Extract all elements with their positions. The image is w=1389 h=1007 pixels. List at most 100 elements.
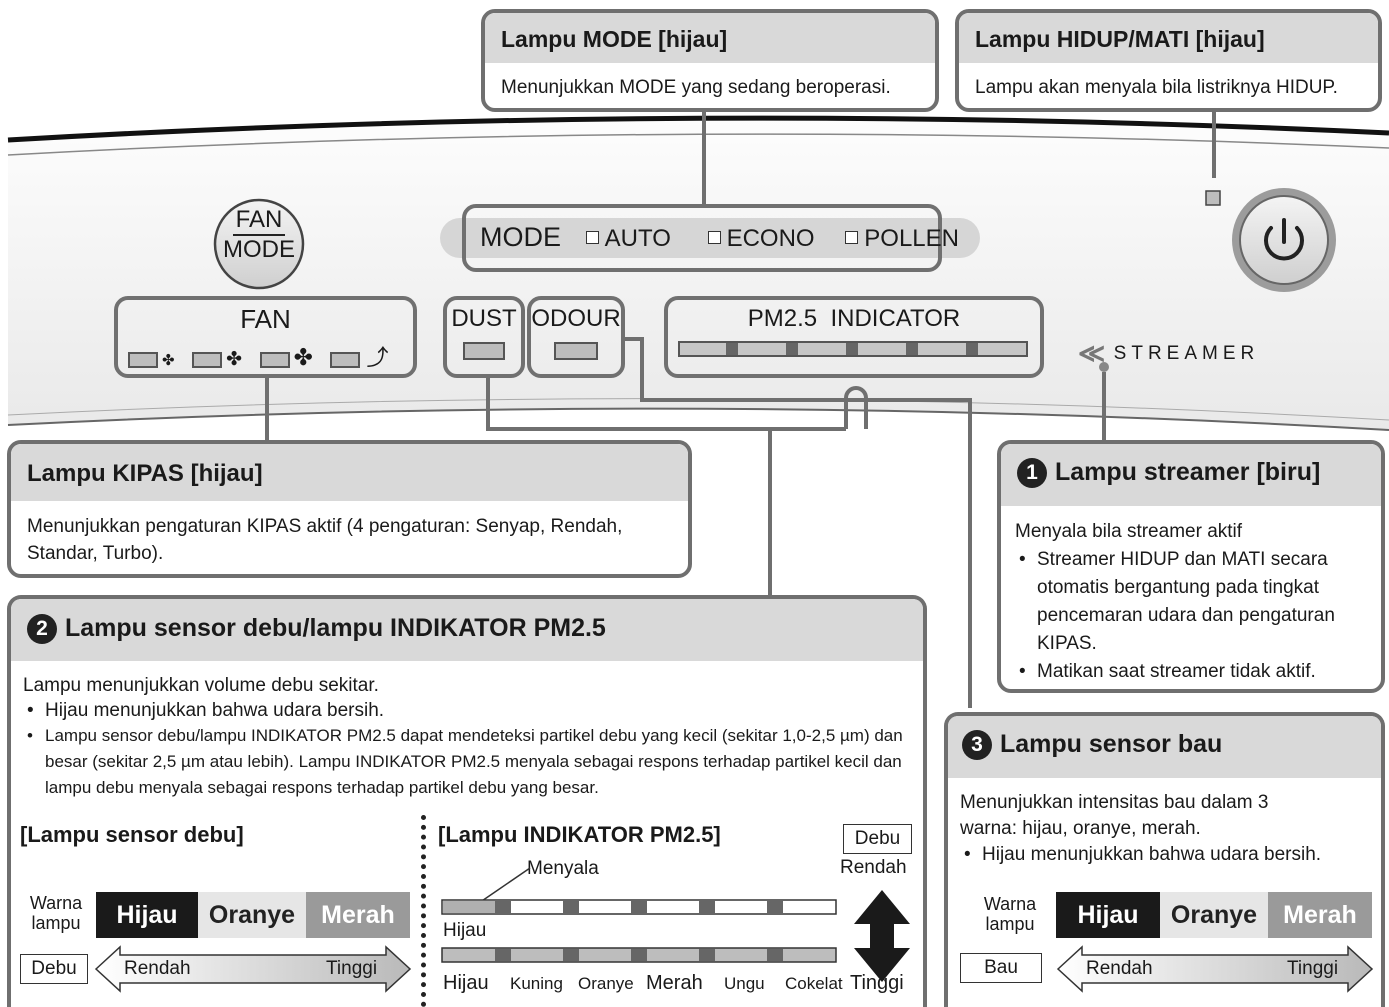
odour-bullet-1: Hijau menunjukkan bahwa udara bersih. bbox=[960, 842, 1369, 868]
mode-auto-lamp bbox=[585, 231, 599, 244]
pm25-label: PM2.5 INDICATOR bbox=[747, 305, 961, 332]
mode-callout-title: Lampu MODE [hijau] bbox=[485, 13, 935, 63]
fan-callout-body: Menunjukkan pengaturan KIPAS aktif (4 pe… bbox=[27, 516, 623, 564]
fan-small-icon: ✤ bbox=[162, 352, 175, 369]
callout-number-1: 1 bbox=[1017, 458, 1047, 488]
streamer-logo: ≪ STREAMER bbox=[1078, 338, 1259, 369]
odour-axis-label: Bau bbox=[960, 953, 1042, 983]
mode-econo-label: ECONO bbox=[726, 225, 815, 252]
dust-scale-low: Rendah bbox=[124, 958, 191, 979]
callout-number-2: 2 bbox=[27, 614, 57, 644]
fan-mode-top-label: FAN bbox=[235, 206, 283, 233]
fan-callout-title: Lampu KIPAS [hijau] bbox=[11, 444, 688, 501]
streamer-bullet-2: Matikan saat streamer tidak aktif. bbox=[1015, 658, 1367, 686]
pm25-scale-graphic bbox=[441, 867, 910, 982]
dust-axis-label: Debu bbox=[20, 954, 88, 984]
mode-row: MODE AUTO ECONO POLLEN bbox=[480, 222, 959, 253]
streamer-bullet-1: Streamer HIDUP dan MATI secara otomatis … bbox=[1015, 546, 1367, 658]
diagram-separator bbox=[421, 815, 426, 1007]
mode-pollen-lamp bbox=[845, 231, 859, 244]
streamer-callout-head: 1 Lampu streamer [biru] bbox=[1001, 444, 1381, 506]
dust-lamp bbox=[463, 342, 505, 360]
streamer-label: STREAMER bbox=[1113, 343, 1260, 364]
dust-bullet-1: Hijau menunjukkan bahwa udara bersih. bbox=[23, 698, 911, 723]
fan-mode-divider bbox=[233, 234, 285, 236]
mode-lamp-callout: Lampu MODE [hijau] Menunjukkan MODE yang… bbox=[481, 9, 939, 112]
turbo-arrow-icon: ⤴ bbox=[366, 345, 389, 370]
mode-pollen-label: POLLEN bbox=[864, 225, 959, 252]
mode-callout-body: Menunjukkan MODE yang sedang beroperasi. bbox=[501, 77, 891, 98]
pm25-scale-labels: Hijau Kuning Oranye Merah Ungu Cokelat bbox=[440, 972, 844, 998]
fan-lamp-quiet bbox=[128, 351, 158, 368]
pm25-lit-label: Menyala bbox=[527, 858, 599, 879]
streamer-lamp-callout: 1 Lampu streamer [biru] Menyala bila stre… bbox=[997, 440, 1385, 693]
streamer-icon: ≪ bbox=[1078, 338, 1106, 368]
pm25-scale-green: Hijau bbox=[443, 972, 489, 994]
dust-lamp-group bbox=[443, 296, 525, 378]
odour-scale-low: Rendah bbox=[1086, 958, 1153, 979]
dust-color-red: Merah bbox=[306, 892, 410, 938]
odour-callout-intro: Menunjukkan intensitas bau dalam 3 warna… bbox=[960, 792, 1269, 839]
pm25-scale-orange: Oranye bbox=[578, 974, 634, 993]
power-button[interactable] bbox=[1244, 200, 1324, 280]
fan-lamp-standard bbox=[259, 351, 290, 368]
dust-callout-intro: Lampu menunjukkan volume debu sekitar. bbox=[23, 675, 379, 696]
pm25-axis-label: Debu bbox=[843, 824, 912, 854]
power-lamp-callout: Lampu HIDUP/MATI [hijau] Lampu akan meny… bbox=[955, 9, 1382, 112]
pm25-scale-purple: Ungu bbox=[724, 974, 765, 993]
pm25-lamp-bar bbox=[678, 341, 1028, 357]
fan-label: FAN bbox=[240, 304, 291, 334]
odour-callout-head: 3 Lampu sensor bau bbox=[948, 716, 1381, 778]
dust-scale-arrow bbox=[94, 945, 412, 993]
dust-label: DUST bbox=[451, 305, 517, 332]
mode-label: MODE bbox=[480, 222, 561, 252]
dust-callout-body: Lampu menunjukkan volume debu sekitar. H… bbox=[11, 661, 923, 801]
pm25-lamp-group bbox=[664, 296, 1044, 378]
mode-econo-lamp bbox=[707, 231, 721, 244]
pm25-scale-red: Merah bbox=[646, 972, 703, 994]
pm25-axis-high: Tinggi bbox=[850, 972, 904, 994]
power-icon bbox=[1264, 218, 1304, 261]
streamer-callout-body: Menyala bila streamer aktif Streamer HID… bbox=[1001, 506, 1381, 689]
pm25-scale-brown: Cokelat bbox=[785, 974, 843, 993]
dust-sensor-title: [Lampu sensor debu] bbox=[20, 822, 244, 847]
odour-callout-body: Menunjukkan intensitas bau dalam 3 warna… bbox=[948, 778, 1381, 880]
odour-scale-arrow bbox=[1056, 945, 1374, 993]
odour-callout-title: Lampu sensor bau bbox=[1000, 730, 1223, 758]
power-callout-title: Lampu HIDUP/MATI [hijau] bbox=[959, 13, 1378, 63]
dust-callout-title: Lampu sensor debu/lampu INDIKATOR PM2.5 bbox=[65, 614, 606, 642]
fan-lamp-group bbox=[114, 296, 417, 378]
odour-lamp-color-label: Warna lampu bbox=[983, 894, 1037, 934]
fan-mode-bottom-label: MODE bbox=[223, 236, 295, 263]
callout-number-3: 3 bbox=[962, 730, 992, 760]
power-callout-body: Lampu akan menyala bila listriknya HIDUP… bbox=[975, 77, 1338, 98]
dust-lamp-color-label: Warna lampu bbox=[29, 893, 83, 933]
odour-color-green: Hijau bbox=[1056, 892, 1160, 938]
pm25-axis-low: Rendah bbox=[840, 857, 907, 878]
pm25-indicator-title: [Lampu INDIKATOR PM2.5] bbox=[438, 822, 721, 847]
fan-lamp-turbo bbox=[330, 351, 361, 368]
dust-scale-high: Tinggi bbox=[326, 958, 378, 979]
mode-auto-label: AUTO bbox=[604, 225, 671, 252]
pm25-scale-yellow: Kuning bbox=[510, 974, 563, 993]
odour-color-orange: Oranye bbox=[1160, 892, 1268, 938]
streamer-callout-title: Lampu streamer [biru] bbox=[1055, 458, 1321, 486]
fan-lamp-low bbox=[192, 351, 223, 368]
fan-medium-icon: ✤ bbox=[226, 349, 243, 370]
odour-color-red: Merah bbox=[1268, 892, 1372, 938]
odour-lamp-group bbox=[527, 296, 625, 378]
odour-label: ODOUR bbox=[531, 305, 621, 332]
fan-lamp-callout: Lampu KIPAS [hijau] Menunjukkan pengatur… bbox=[7, 440, 692, 578]
odour-scale-high: Tinggi bbox=[1287, 958, 1339, 979]
dust-color-orange: Oranye bbox=[198, 892, 306, 938]
fan-mode-button[interactable]: FAN MODE bbox=[215, 200, 303, 288]
dust-bullet-2: Lampu sensor debu/lampu INDIKATOR PM2.5 … bbox=[23, 723, 911, 801]
pm25-first-label: Hijau bbox=[443, 920, 487, 941]
mode-lamp-group bbox=[462, 204, 942, 272]
streamer-callout-intro: Menyala bila streamer aktif bbox=[1015, 521, 1243, 542]
dust-callout-head: 2 Lampu sensor debu/lampu INDIKATOR PM2.5 bbox=[11, 599, 923, 661]
odour-lamp bbox=[554, 342, 598, 360]
fan-large-icon: ✤ bbox=[293, 344, 313, 370]
fan-lamps: ✤ ✤ ✤ ⤴ bbox=[128, 340, 418, 372]
